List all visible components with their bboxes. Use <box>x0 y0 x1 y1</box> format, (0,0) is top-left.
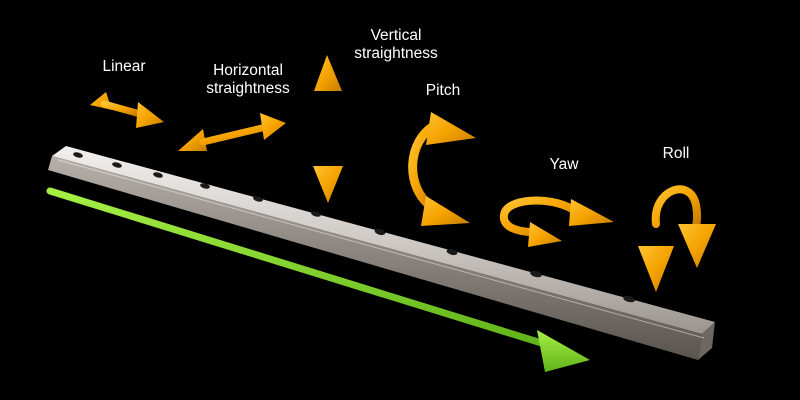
vertical-label-line2: straightness <box>354 45 438 62</box>
linear-guide-rail-icon <box>48 146 715 360</box>
roll-label-text: Roll <box>662 145 690 162</box>
rail-mounting-holes <box>73 152 635 303</box>
yaw-label-text: Yaw <box>549 156 579 173</box>
roll-arrow-icon <box>638 185 716 292</box>
linear-label: Linear <box>87 58 161 76</box>
linear-arrow-icon <box>90 92 164 128</box>
horizontal-label-line2: straightness <box>206 80 290 97</box>
horizontal-straightness-label: Horizontal straightness <box>186 62 310 98</box>
horizontal-label-line1: Horizontal <box>213 62 283 79</box>
vertical-label-line1: Vertical <box>370 27 422 44</box>
vertical-straightness-label: Vertical straightness <box>334 27 458 63</box>
pitch-label-text: Pitch <box>425 82 461 99</box>
roll-label: Roll <box>646 145 706 163</box>
yaw-label: Yaw <box>534 156 594 174</box>
horizontal-straightness-arrow-icon <box>178 113 286 151</box>
pitch-label: Pitch <box>408 82 478 100</box>
linear-label-text: Linear <box>102 58 146 75</box>
vertical-straightness-arrow-icon <box>313 55 343 203</box>
pitch-arrow-icon <box>408 112 476 226</box>
green-direction-arrow-icon <box>46 187 590 372</box>
yaw-arrow-icon <box>499 196 614 247</box>
